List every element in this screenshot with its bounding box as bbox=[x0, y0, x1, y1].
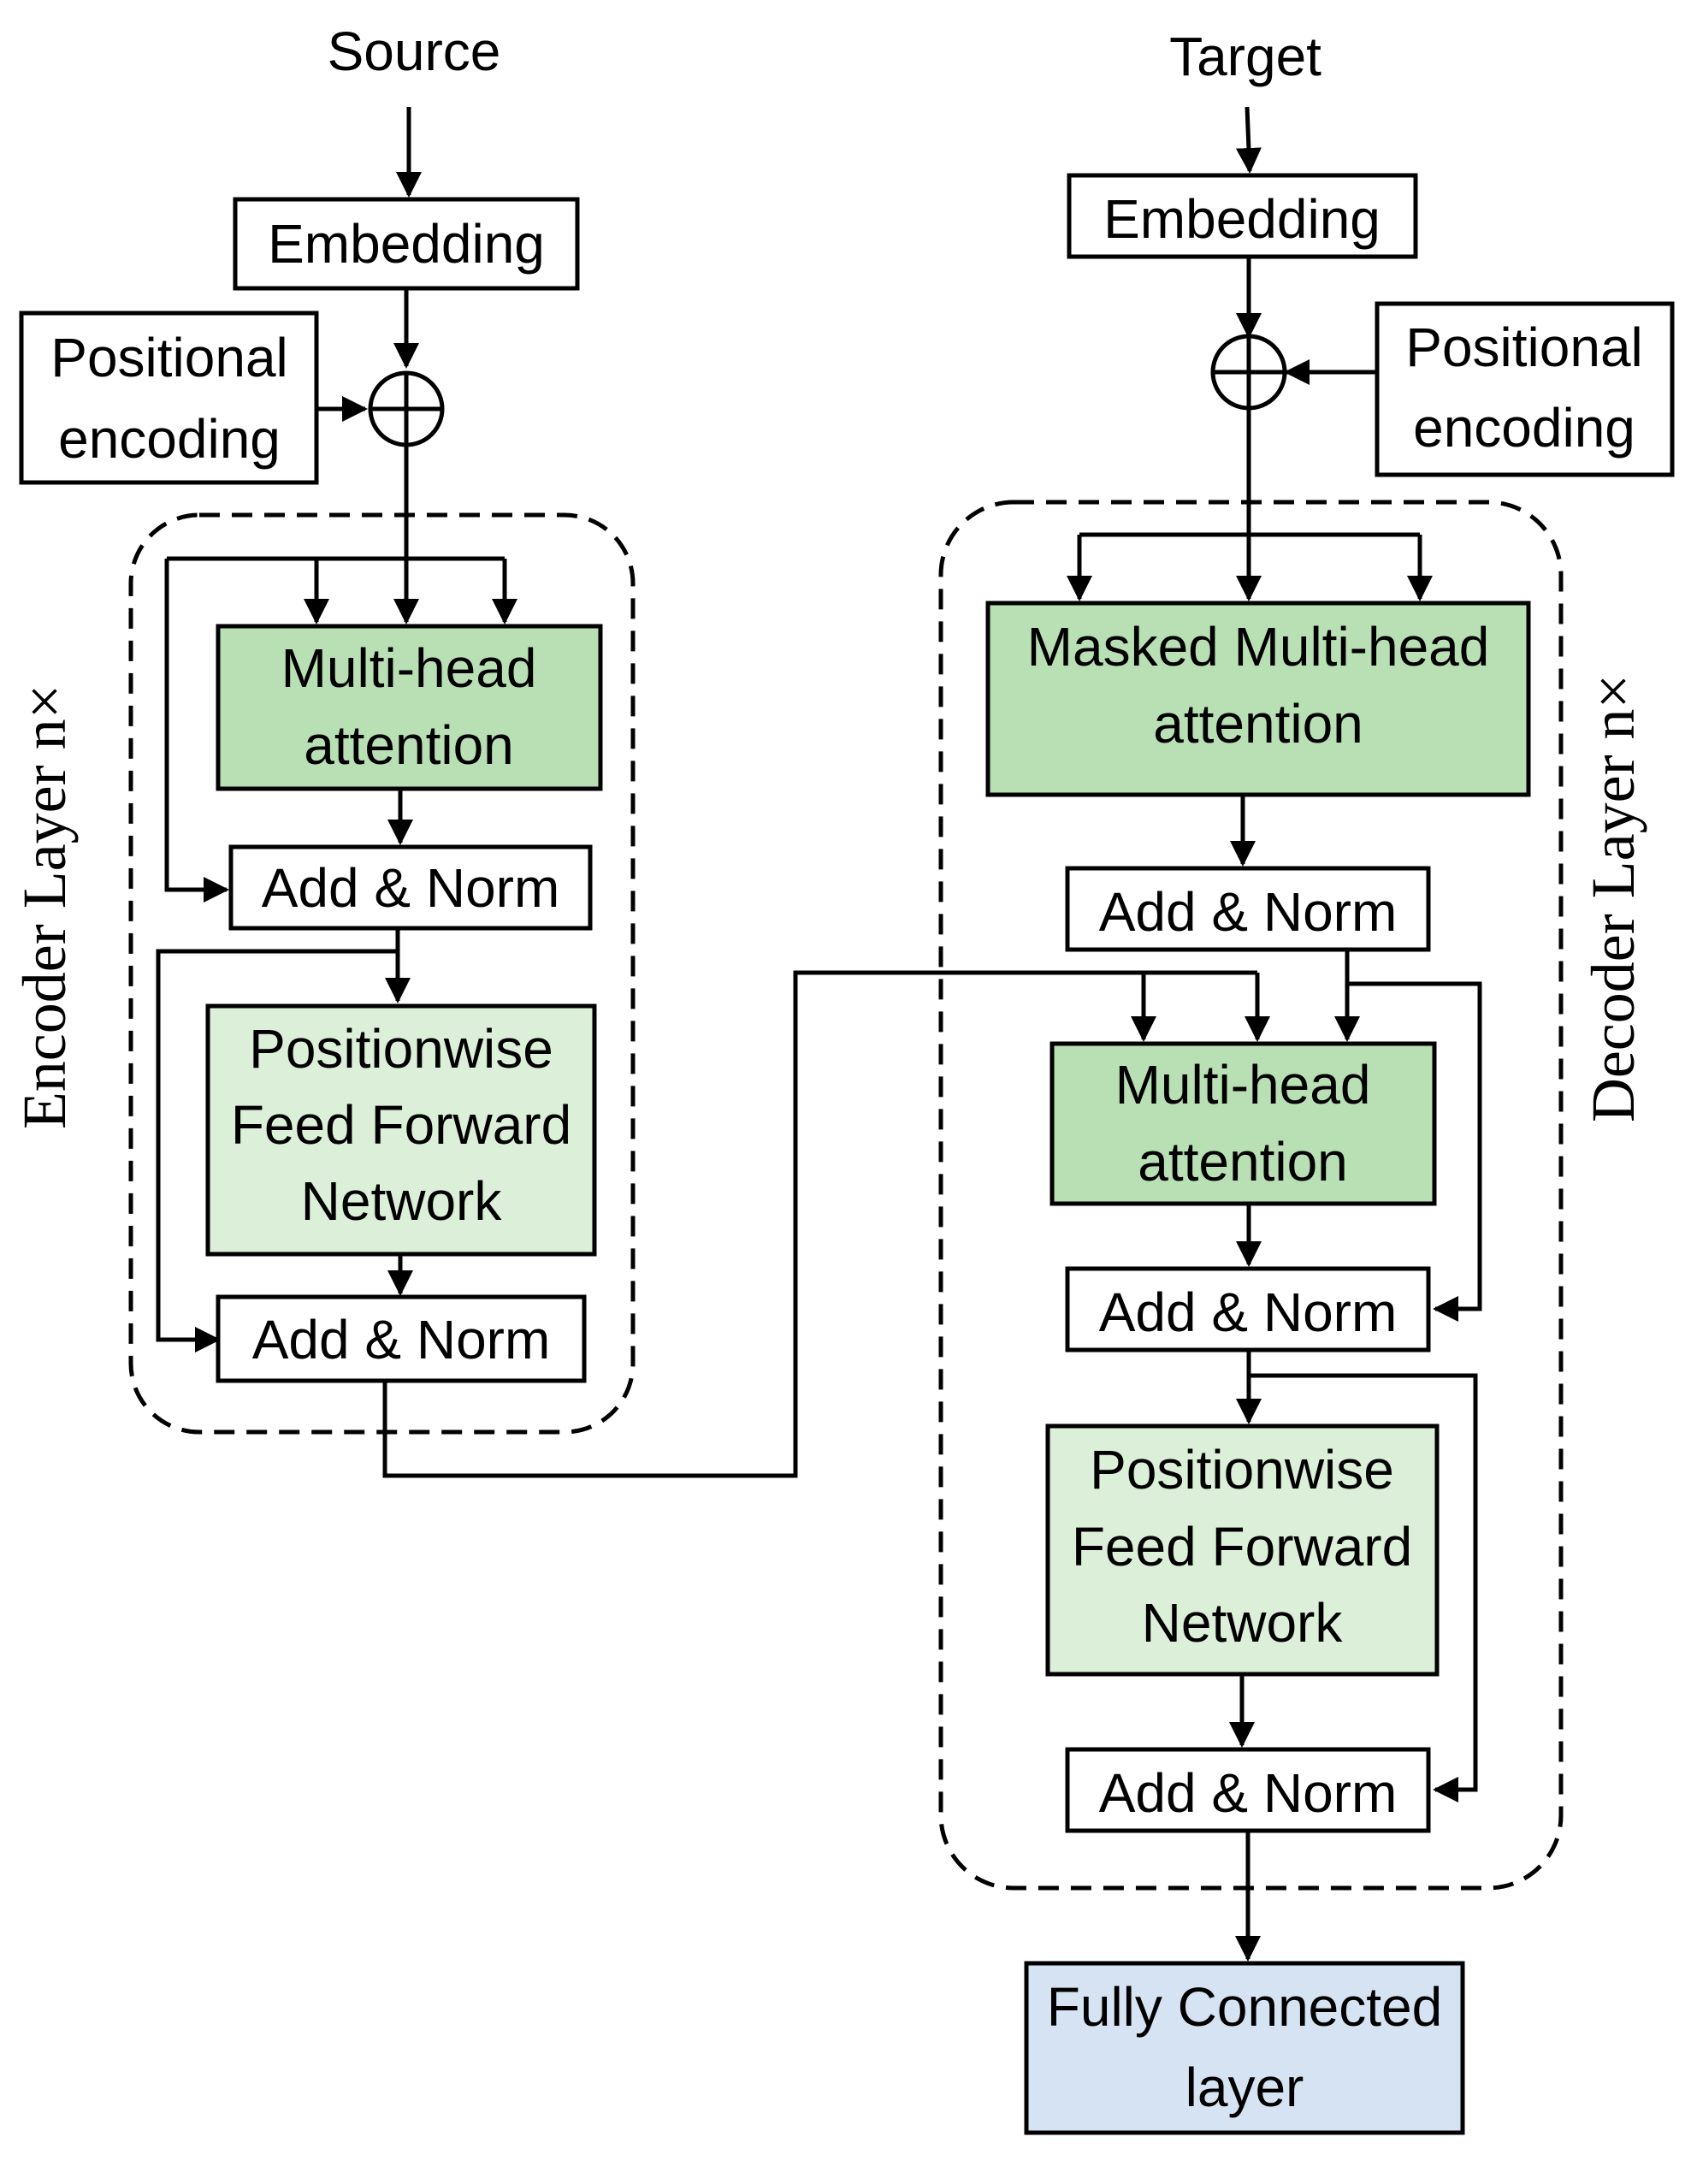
decoder-add-norm-1-box: Add & Norm bbox=[1065, 866, 1431, 952]
encoder: Source Embedding Positional encoding Enc… bbox=[10, 21, 1257, 1478]
decoder-add-norm-2-box: Add & Norm bbox=[1065, 1266, 1431, 1352]
decoder-layer-label: Decoder Layer n× bbox=[1579, 674, 1647, 1122]
decoder-addnorm1-label: Add & Norm bbox=[1099, 881, 1398, 943]
encoder-ffn-line2: Feed Forward bbox=[231, 1094, 571, 1156]
decoder-embedding-box: Embedding bbox=[1067, 173, 1418, 259]
encoder-embedding-label: Embedding bbox=[268, 213, 545, 275]
decoder-ffn-line3: Network bbox=[1142, 1592, 1344, 1654]
encoder-addnorm1-label: Add & Norm bbox=[262, 857, 560, 919]
decoder-ffn-line2: Feed Forward bbox=[1072, 1516, 1412, 1577]
decoder-masked-attention-box: Masked Multi-head attention bbox=[985, 601, 1531, 797]
decoder-ffn-box: Positionwise Feed Forward Network bbox=[1045, 1423, 1440, 1677]
decoder-addnorm2-label: Add & Norm bbox=[1099, 1281, 1398, 1343]
encoder-layer-label: Encoder Layer n× bbox=[10, 684, 79, 1129]
target-label: Target bbox=[1169, 26, 1321, 87]
decoder-ffn-line1: Positionwise bbox=[1090, 1439, 1394, 1500]
encoder-residual-2 bbox=[156, 949, 398, 1352]
decoder-add-symbol-icon bbox=[1210, 334, 1287, 411]
encoder-ffn-line3: Network bbox=[301, 1170, 503, 1232]
decoder-masked-line2: attention bbox=[1153, 693, 1363, 755]
encoder-mha-line1: Multi-head bbox=[281, 637, 537, 699]
encoder-positional-line1: Positional bbox=[50, 327, 288, 388]
source-label: Source bbox=[328, 21, 501, 82]
encoder-add-norm-1-box: Add & Norm bbox=[228, 844, 593, 931]
encoder-positional-encoding-box: Positional encoding bbox=[19, 311, 319, 485]
encoder-add-symbol-icon bbox=[368, 370, 445, 447]
encoder-residual-1 bbox=[164, 559, 229, 903]
decoder-positional-line2: encoding bbox=[1413, 397, 1635, 459]
decoder-embedding-label: Embedding bbox=[1103, 188, 1381, 250]
decoder-multi-head-attention-box: Multi-head attention bbox=[1049, 1041, 1437, 1206]
decoder-addnorm3-label: Add & Norm bbox=[1099, 1762, 1398, 1824]
encoder-to-decoder-connector bbox=[382, 970, 1257, 1478]
target-arrow bbox=[1235, 106, 1262, 174]
encoder-embedding-box: Embedding bbox=[233, 197, 580, 291]
decoder: Target Embedding Positional encoding Dec… bbox=[938, 26, 1675, 2135]
decoder-residual-1 bbox=[1347, 981, 1482, 1322]
encoder-ffn-box: Positionwise Feed Forward Network bbox=[205, 1003, 597, 1257]
fc-line1: Fully Connected bbox=[1047, 1976, 1442, 2038]
decoder-add-norm-3-box: Add & Norm bbox=[1065, 1747, 1431, 1833]
decoder-masked-line1: Masked Multi-head bbox=[1027, 616, 1490, 678]
decoder-positional-line1: Positional bbox=[1405, 317, 1643, 378]
encoder-add-norm-2-box: Add & Norm bbox=[216, 1294, 587, 1383]
encoder-layer-boundary bbox=[128, 512, 636, 1435]
decoder-mha-line1: Multi-head bbox=[1115, 1054, 1371, 1116]
decoder-residual-2 bbox=[1249, 1373, 1478, 1802]
encoder-ffn-line1: Positionwise bbox=[249, 1018, 553, 1080]
decoder-mha-line2: attention bbox=[1138, 1131, 1348, 1193]
encoder-mha-line2: attention bbox=[304, 714, 514, 776]
encoder-positional-line2: encoding bbox=[58, 408, 281, 470]
encoder-multi-head-attention-box: Multi-head attention bbox=[216, 624, 603, 791]
encoder-addnorm2-label: Add & Norm bbox=[252, 1309, 551, 1370]
fully-connected-layer-box: Fully Connected layer bbox=[1024, 1961, 1465, 2135]
fc-line2: layer bbox=[1185, 2057, 1304, 2118]
decoder-positional-encoding-box: Positional encoding bbox=[1375, 301, 1675, 477]
